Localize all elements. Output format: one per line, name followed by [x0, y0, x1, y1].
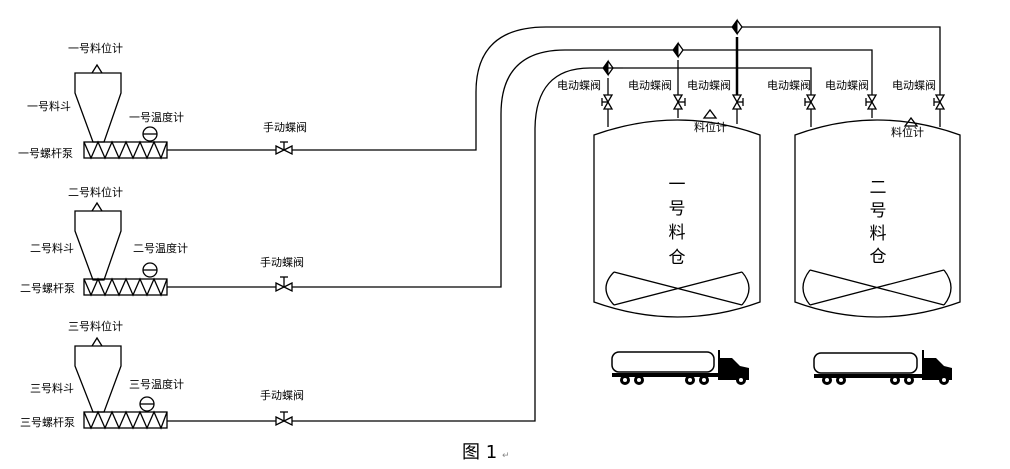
electric-butterfly-valve-icon: [672, 94, 686, 118]
manual-butterfly-valve-icon: [275, 141, 293, 156]
electric-butterfly-valve-icon: [804, 94, 817, 127]
hopper-2: [74, 210, 122, 281]
agitator-icon: [802, 269, 952, 306]
silo-name-char: 料: [669, 223, 686, 243]
tanker-truck-icon: [611, 350, 749, 385]
hopper-label-3: 三号料斗: [30, 381, 74, 395]
manual-valve-label-1: 手动蝶阀: [263, 120, 307, 134]
electric-valve-label: 电动蝶阀: [767, 78, 811, 92]
screw-pump-3: [83, 410, 168, 430]
manual-valve-label-3: 手动蝶阀: [260, 388, 304, 402]
silo-name-char: 号: [870, 201, 887, 221]
silo-body: [593, 119, 761, 318]
electric-valve-label: 电动蝶阀: [687, 78, 731, 92]
tanker-truck-icon: [813, 350, 952, 385]
feed-line-1: 一号料位计 一号料斗 一号温度计 一号螺杆泵 手动蝶阀: [18, 26, 732, 160]
electric-valves: 电动蝶阀 电动蝶阀 电动蝶阀 电动蝶阀 电动蝶阀 电动蝶阀: [557, 78, 946, 127]
level-gauge-icon: [91, 63, 103, 74]
silo-level-gauge-label: 料位计: [694, 120, 727, 134]
thermometer-label-1: 一号温度计: [129, 110, 184, 124]
electric-butterfly-valve-icon: [865, 94, 878, 118]
thermometer-icon: [142, 126, 158, 142]
silo-2: 料位计 二 号 料 仓: [794, 116, 961, 318]
electric-butterfly-valve-icon: [731, 94, 744, 124]
level-gauge-icon: [91, 336, 103, 347]
pipe-line-3: [167, 67, 613, 422]
electric-valve-label: 电动蝶阀: [892, 78, 936, 92]
manual-butterfly-valve-icon: [275, 276, 293, 293]
level-gauge-label-3: 三号料位计: [68, 319, 123, 333]
thermometer-icon: [142, 262, 158, 278]
diverter-valve-icon: [672, 41, 684, 59]
manual-butterfly-valve-icon: [275, 411, 293, 427]
electric-valve-label: 电动蝶阀: [825, 78, 869, 92]
level-gauge-label-1: 一号料位计: [68, 41, 123, 55]
thermometer-label-2: 二号温度计: [133, 241, 188, 255]
electric-butterfly-valve-icon: [933, 94, 946, 127]
pipe-line-2: [167, 49, 673, 288]
hopper-1: [74, 72, 122, 143]
silo-name-char: 料: [870, 224, 887, 244]
silo-level-gauge-label: 料位计: [891, 125, 924, 139]
manual-valve-label-2: 手动蝶阀: [260, 255, 304, 269]
screw-pump-2: [83, 277, 168, 297]
screw-pump-label-3: 三号螺杆泵: [20, 415, 75, 429]
level-gauge-label-2: 二号料位计: [68, 185, 123, 199]
diverter-valve-icon: [731, 18, 743, 36]
hopper-3: [74, 345, 122, 413]
electric-valve-label: 电动蝶阀: [628, 78, 672, 92]
screw-pump-1: [83, 140, 168, 160]
pipe-line-1: [167, 26, 732, 151]
electric-valve-label: 电动蝶阀: [557, 78, 601, 92]
silo-name-char: 二: [870, 178, 887, 198]
hopper-label-1: 一号料斗: [27, 99, 71, 113]
figure-caption: 图 1: [462, 442, 497, 463]
paragraph-mark: ↵: [502, 451, 510, 461]
silo-name-char: 仓: [870, 247, 887, 267]
thermometer-label-3: 三号温度计: [129, 377, 184, 391]
screw-pump-label-1: 一号螺杆泵: [18, 146, 73, 160]
silo-1: 料位计 一 号 料 仓: [593, 108, 761, 318]
level-gauge-icon: [702, 108, 718, 119]
level-gauge-icon: [91, 201, 103, 212]
silo-name-char: 一: [669, 175, 686, 195]
feed-line-3: 三号料位计 三号料斗 三号温度计 三号螺杆泵 手动蝶阀: [20, 67, 613, 430]
diverter-valve-icon: [602, 59, 623, 77]
agitator-icon: [605, 271, 750, 306]
silo-body: [794, 119, 961, 318]
distribution-headers: [602, 18, 941, 95]
hopper-label-2: 二号料斗: [30, 241, 74, 255]
silo-name-char: 号: [669, 199, 686, 219]
silo-name-char: 仓: [669, 248, 686, 268]
electric-butterfly-valve-icon: [601, 94, 614, 127]
level-gauge-icon: [903, 116, 919, 127]
feed-line-2: 二号料位计 二号料斗 二号温度计 二号螺杆泵 手动蝶阀: [20, 49, 673, 297]
screw-pump-label-2: 二号螺杆泵: [20, 281, 75, 295]
thermometer-icon: [139, 396, 155, 412]
